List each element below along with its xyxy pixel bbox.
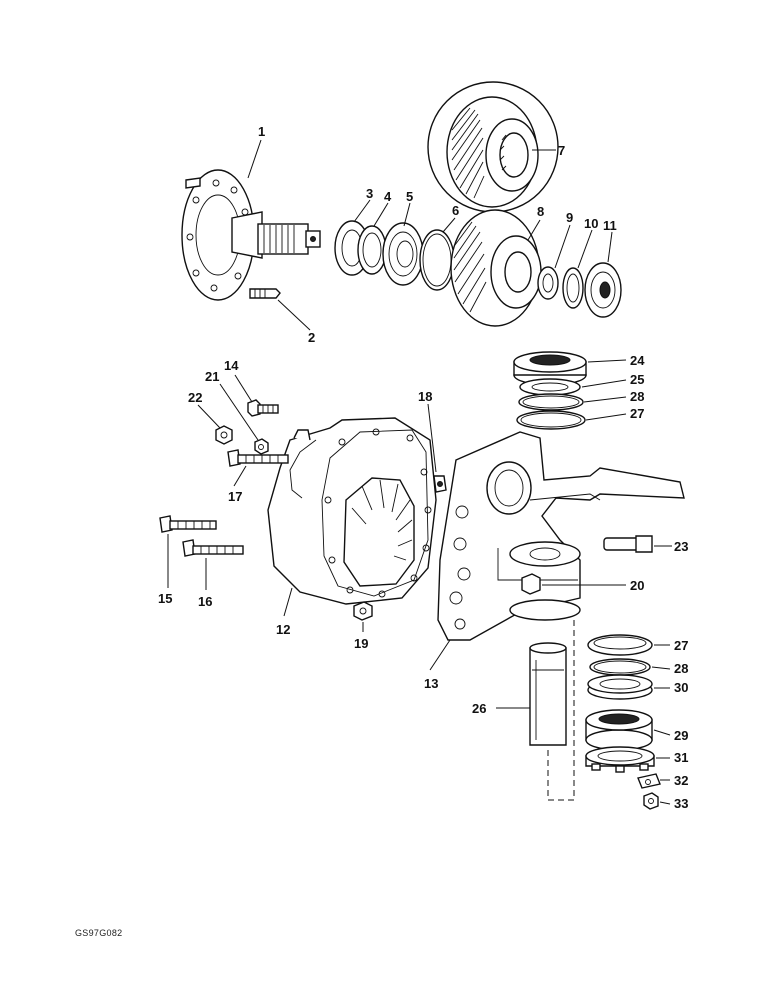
part-33-nut	[643, 792, 659, 810]
part-29-bearing-lower	[585, 709, 653, 751]
part-11-bearing	[584, 262, 622, 318]
leader-lines	[167, 139, 672, 805]
callout-15: 15	[158, 591, 172, 606]
part-31-retainer	[585, 746, 655, 773]
part-5-bearing	[382, 222, 424, 286]
part-12-housing	[267, 417, 437, 605]
callout-5: 5	[406, 189, 413, 204]
callout-28-upper: 28	[630, 389, 644, 404]
callout-21: 21	[205, 369, 219, 384]
callout-30: 30	[674, 680, 688, 695]
callout-3: 3	[366, 186, 373, 201]
part-21-nut	[254, 438, 269, 455]
callout-14: 14	[224, 358, 239, 373]
callout-29: 29	[674, 728, 688, 743]
callout-26: 26	[472, 701, 486, 716]
callout-17: 17	[228, 489, 242, 504]
callout-6: 6	[452, 203, 459, 218]
callout-9: 9	[566, 210, 573, 225]
callout-33: 33	[674, 796, 688, 811]
part-23-pin	[603, 535, 653, 553]
part-6-snap-ring	[419, 229, 455, 291]
callout-4: 4	[384, 189, 392, 204]
part-30-seal	[587, 674, 653, 700]
callout-7: 7	[558, 143, 565, 158]
part-17-stud	[227, 449, 289, 467]
callout-13: 13	[424, 676, 438, 691]
part-28-shim-upper	[518, 393, 584, 411]
callout-27-upper: 27	[630, 406, 644, 421]
part-15-bolt	[159, 515, 217, 533]
callout-28-lower: 28	[674, 661, 688, 676]
callout-20: 20	[630, 578, 644, 593]
callout-1: 1	[258, 124, 265, 139]
part-8-gear	[450, 209, 542, 327]
callout-25: 25	[630, 372, 644, 387]
callout-11: 11	[603, 218, 617, 233]
callout-22: 22	[188, 390, 202, 405]
part-19-nut	[353, 601, 373, 621]
part-20-bolt	[521, 573, 541, 595]
callout-2: 2	[308, 330, 315, 345]
part-27-ring-upper	[516, 410, 586, 430]
part-26-kingpin	[529, 642, 567, 746]
part-27-ring-lower	[587, 634, 653, 656]
callout-31: 31	[674, 750, 688, 765]
part-1-axle-flange	[181, 169, 321, 301]
callout-27-lower: 27	[674, 638, 688, 653]
part-25-seal	[519, 378, 581, 396]
part-22-nut	[215, 425, 233, 445]
part-14-bolt	[247, 399, 279, 417]
part-18-fitting	[433, 475, 447, 493]
dashed-axis-line	[547, 620, 575, 801]
callout-18: 18	[418, 389, 432, 404]
part-2-stud	[249, 288, 281, 299]
callout-12: 12	[276, 622, 290, 637]
part-13-knuckle	[437, 431, 685, 641]
part-32-washer	[637, 773, 661, 789]
callout-23: 23	[674, 539, 688, 554]
part-9-spacer	[537, 266, 559, 300]
part-16-bolt	[182, 539, 244, 557]
callout-10: 10	[584, 216, 598, 231]
part-28-shim-lower	[589, 658, 651, 676]
part-4-ring	[357, 225, 387, 275]
part-7-gear-detail	[427, 81, 559, 222]
callout-24: 24	[630, 353, 645, 368]
callout-16: 16	[198, 594, 212, 609]
figure-id: GS97G082	[75, 928, 123, 938]
callout-32: 32	[674, 773, 688, 788]
part-10-ring	[562, 267, 584, 309]
callout-labels: 1 2 3 4 5 6 7 8 9 10 11 12 13 14 15 16 1…	[158, 124, 688, 811]
callout-8: 8	[537, 204, 544, 219]
callout-19: 19	[354, 636, 368, 651]
